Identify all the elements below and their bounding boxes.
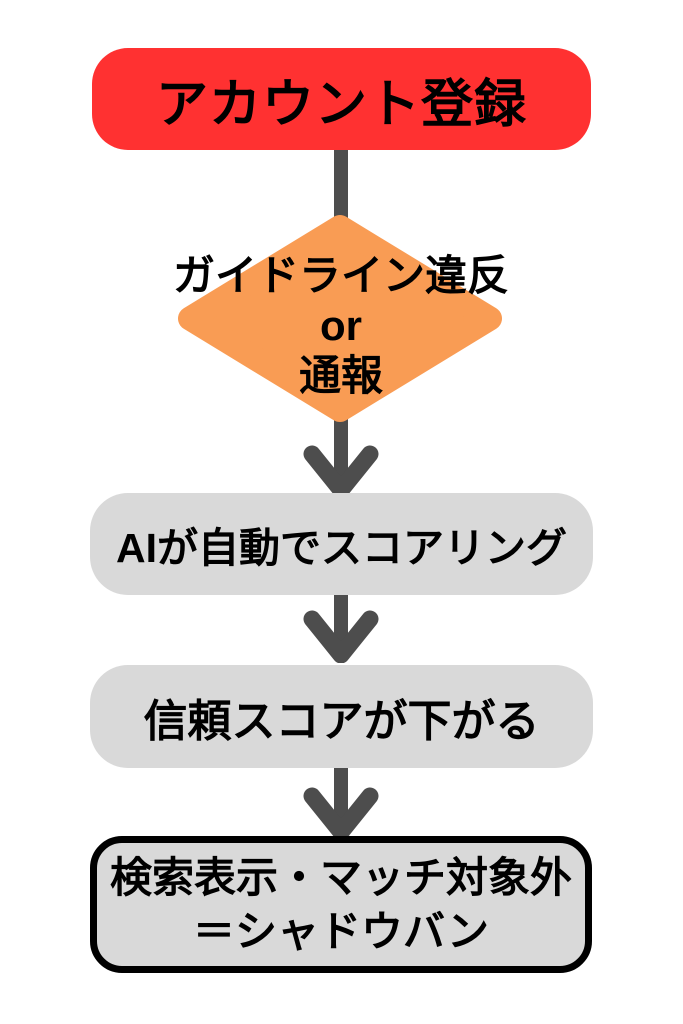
arrow-down-icon bbox=[303, 414, 379, 498]
decision-line-1: ガイドライン違反 bbox=[172, 251, 509, 299]
decision-line-3: 通報 bbox=[298, 351, 383, 399]
node-trust-score-drop: 信頼スコアが下がる bbox=[90, 665, 593, 768]
node-ai-scoring-label: AIが自動でスコアリング bbox=[116, 525, 567, 571]
result-line-1: 検索表示・マッチ対象外 bbox=[109, 853, 572, 901]
decision-diamond bbox=[178, 215, 502, 422]
arrow-down-icon bbox=[303, 764, 379, 840]
node-account-registration-label: アカウント登録 bbox=[155, 75, 527, 134]
arrow-down-icon bbox=[303, 595, 379, 663]
node-ai-scoring: AIが自動でスコアリング bbox=[90, 493, 593, 595]
decision-diamond-shape bbox=[178, 215, 502, 422]
decision-line-2: or bbox=[320, 301, 362, 349]
connector-line-start-to-decision bbox=[334, 150, 348, 220]
result-line-2: ＝シャドウバン bbox=[192, 907, 490, 955]
decision-guideline-violation: ガイドライン違反 or 通報 bbox=[120, 215, 562, 422]
node-trust-score-drop-label: 信頼スコアが下がる bbox=[143, 696, 540, 746]
node-shadowban-result: 検索表示・マッチ対象外 ＝シャドウバン bbox=[90, 836, 592, 973]
node-account-registration: アカウント登録 bbox=[92, 48, 591, 150]
